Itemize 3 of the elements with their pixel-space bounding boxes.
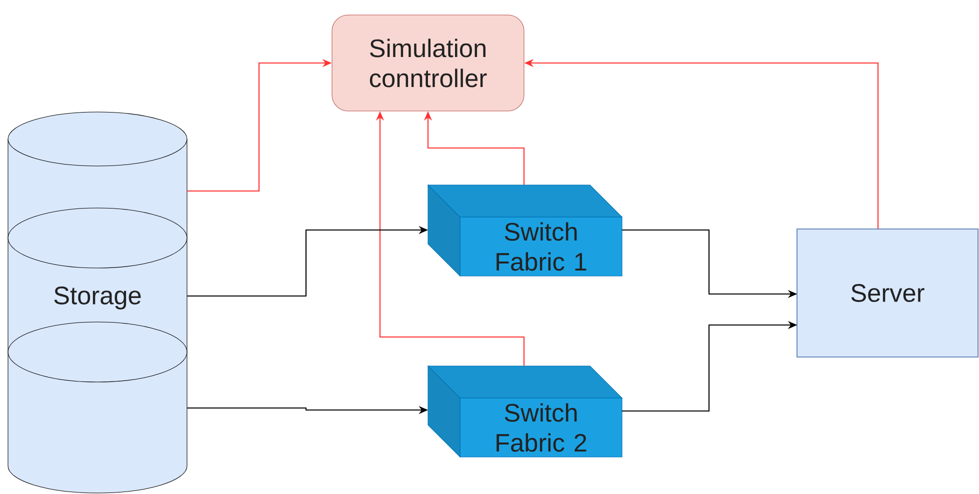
server-box: Server [796,228,979,358]
storage-cylinder: Storage [8,112,188,494]
controller-box: Simulation conntroller [332,14,524,112]
